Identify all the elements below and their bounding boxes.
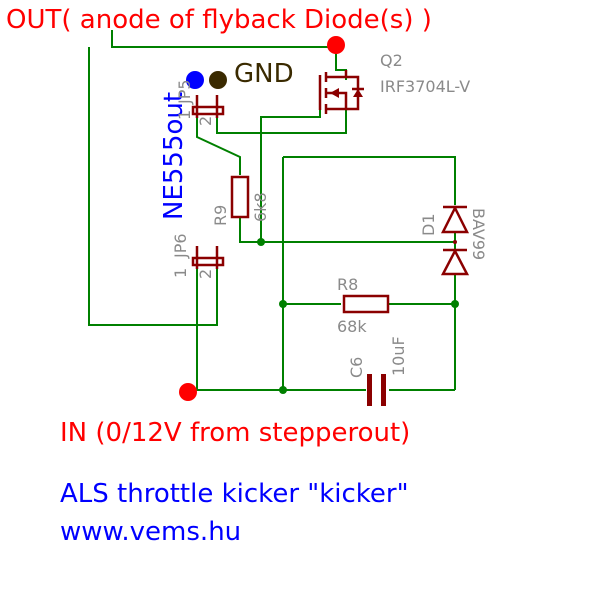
diode-upper xyxy=(440,205,470,234)
capacitor-plate-right xyxy=(381,374,386,406)
in-label: IN (0/12V from stepperout) xyxy=(60,418,410,448)
ne555-label: NE555out xyxy=(159,92,189,220)
connector-top-body xyxy=(191,105,225,116)
diode-lower xyxy=(440,248,470,276)
wire-out-loop xyxy=(88,47,218,326)
mosfet-arrow xyxy=(330,88,339,98)
wire-out-top xyxy=(111,30,336,48)
wire-r9-node xyxy=(239,218,455,243)
junction-dot xyxy=(279,300,287,308)
out-terminal-dot xyxy=(327,36,345,54)
junction-dot xyxy=(279,386,287,394)
gnd-terminal-dot xyxy=(209,71,227,89)
r9-name-label: R9 xyxy=(211,205,230,226)
diode-d1 xyxy=(440,205,470,276)
connector-jp6-body xyxy=(191,256,225,267)
in-terminal-dot xyxy=(179,383,197,401)
d1-name-label: D1 xyxy=(419,214,438,237)
mosfet-body-diode xyxy=(353,89,363,97)
r8-name-label: R8 xyxy=(337,275,358,294)
resistor-r8 xyxy=(342,294,390,314)
connector-top-pin1-label: 1 xyxy=(175,110,194,120)
resistor-r9 xyxy=(230,175,250,219)
wire-gnd-source xyxy=(216,110,347,134)
gnd-label: GND xyxy=(234,59,294,89)
d1-value-label: BAV99 xyxy=(469,208,488,260)
q2-name-label: Q2 xyxy=(380,51,403,70)
r8-value-label: 68k xyxy=(337,317,367,336)
url-line: www.vems.hu xyxy=(60,517,241,547)
junction-dot xyxy=(453,240,457,244)
jp6-pin1-label: 1 xyxy=(171,268,190,278)
junctions xyxy=(257,238,459,394)
wires xyxy=(88,30,456,391)
r9-value-label: 6k8 xyxy=(251,192,270,222)
jp6-pin2-label: 2 xyxy=(196,269,215,279)
out-label: OUT( anode of flyback Diode(s) ) xyxy=(6,5,432,35)
junction-dot xyxy=(257,238,265,246)
q2-value-label: IRF3704L-V xyxy=(380,77,470,96)
capacitor-c6 xyxy=(367,374,386,406)
ne555-terminal-dot xyxy=(186,71,204,89)
title-line: ALS throttle kicker "kicker" xyxy=(60,479,409,509)
connector-top xyxy=(191,95,225,118)
connector-jp6 xyxy=(191,246,225,269)
c6-name-label: C6 xyxy=(347,357,366,378)
junction-dot xyxy=(451,300,459,308)
jp6-name-label: JP6 xyxy=(171,233,190,259)
connector-top-name-label: JP5 xyxy=(175,79,194,105)
mosfet-q2 xyxy=(318,70,364,114)
wire-ne555-r9 xyxy=(196,118,241,175)
c6-value-label: 10uF xyxy=(389,336,408,376)
capacitor-plate-left xyxy=(367,374,372,406)
wire-top-rail xyxy=(283,156,456,205)
connector-top-pin2-label: 2 xyxy=(196,116,215,126)
